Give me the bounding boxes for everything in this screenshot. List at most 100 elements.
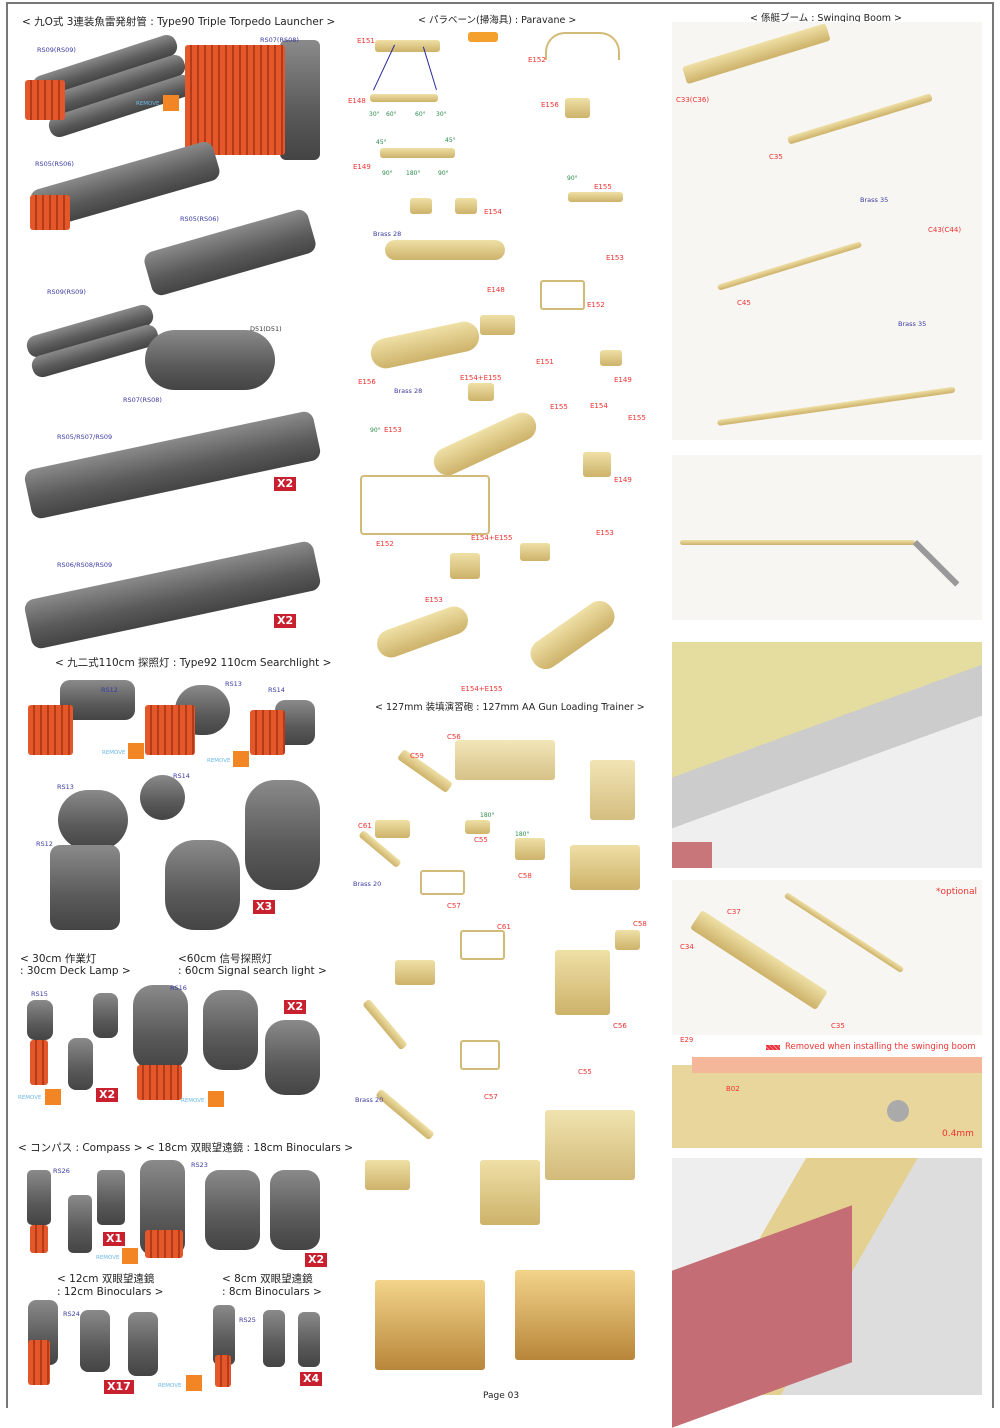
bend-angle: 180°: [406, 170, 421, 177]
etch-label: E154: [590, 402, 608, 410]
binoculars-12cm-title: < 12cm 双眼望遠鏡: [57, 1273, 155, 1285]
etch-label: C33(C36): [676, 96, 710, 104]
boom-step-1-panel: [672, 22, 982, 190]
etch-label: E156: [358, 378, 376, 386]
part-label: RS09(RS09): [47, 288, 86, 296]
part-label: RS23: [191, 1161, 208, 1169]
removed-marker: [766, 1045, 780, 1050]
deck-detail-panel: [672, 1035, 982, 1148]
brass-label: Brass 35: [860, 196, 889, 204]
part-label: RS16: [170, 984, 187, 992]
etch-label: B02: [726, 1085, 740, 1093]
etch-label: C34: [680, 943, 694, 951]
etch-label: C43(C44): [928, 226, 962, 234]
etch-label: C58: [633, 920, 647, 928]
part-label: RS05(RS06): [35, 160, 74, 168]
bend-angle: 30°: [436, 111, 447, 118]
etch-label: E155: [594, 183, 612, 191]
etch-label: C56: [613, 1022, 627, 1030]
bend-angle: 60°: [386, 111, 397, 118]
etch-label: C57: [447, 902, 461, 910]
etch-label: E154: [484, 208, 502, 216]
etch-label: E153: [384, 426, 402, 434]
part-label: RS06/RS08/RS09: [57, 561, 113, 569]
etch-label: E154+E155: [461, 685, 503, 693]
removed-note: Removed when installing the swinging boo…: [785, 1042, 976, 1052]
etch-label: E148: [487, 286, 505, 294]
etch-label: C55: [474, 836, 488, 844]
boom-step-2-panel: [672, 190, 982, 440]
etch-label: C61: [358, 822, 372, 830]
part-label: RS14: [173, 772, 190, 780]
part-label: RS13: [57, 783, 74, 791]
count-badge: X17: [104, 1380, 134, 1394]
etch-label: E149: [353, 163, 371, 171]
boom-title: < 係艇ブーム : Swinging Boom >: [750, 13, 903, 24]
etch-label: C37: [727, 908, 741, 916]
part-label: RS24: [63, 1310, 80, 1318]
brass-label: Brass 28: [394, 387, 423, 395]
part-label: RS05(RS06): [180, 215, 219, 223]
part-label: RS09(RS09): [37, 46, 76, 54]
part-label: RS25: [239, 1316, 256, 1324]
deck-lamp-subtitle: : 30cm Deck Lamp >: [20, 965, 131, 977]
page-frame: [6, 2, 994, 1408]
etch-label: E154+E155: [471, 534, 513, 542]
boom-photo-2: [672, 1158, 982, 1428]
measurement-label: 0.4mm: [942, 1129, 974, 1139]
remove-label: REMOVE: [136, 101, 160, 107]
remove-label: REMOVE: [207, 758, 231, 764]
etch-label: C57: [484, 1093, 498, 1101]
count-badge: X2: [274, 477, 297, 491]
remove-marker: [233, 751, 249, 767]
count-badge: X4: [300, 1372, 323, 1386]
part-label: D51(D51): [250, 325, 282, 333]
count-badge: X1: [103, 1232, 126, 1246]
etch-label: E149: [614, 376, 632, 384]
etch-label: E155: [628, 414, 646, 422]
page-number: Page 03: [483, 1391, 520, 1401]
boom-photo-1: [672, 642, 982, 868]
etch-label: E154+E155: [460, 374, 502, 382]
deck-lamp-title: < 30cm 作業灯: [20, 953, 97, 965]
bend-angle: 45°: [445, 137, 456, 144]
part-label: RS12: [36, 840, 53, 848]
remove-label: REMOVE: [158, 1383, 182, 1389]
bend-angle: 90°: [370, 427, 381, 434]
bend-angle: 90°: [567, 175, 578, 182]
remove-label: REMOVE: [96, 1255, 120, 1261]
count-badge: X2: [305, 1253, 328, 1267]
part-label: RS13: [225, 680, 242, 688]
part-label: RS07(RS08): [123, 396, 162, 404]
etch-label: E151: [357, 37, 375, 45]
remove-label: REMOVE: [181, 1098, 205, 1104]
signal-light-subtitle: : 60cm Signal search light >: [178, 965, 327, 977]
remove-marker: [163, 95, 179, 111]
part-label: RS14: [268, 686, 285, 694]
paravane-title: < パラベーン(掃海具) : Paravane >: [418, 15, 577, 26]
brass-label: Brass 28: [373, 230, 402, 238]
etch-label: E155: [550, 403, 568, 411]
count-badge: X2: [274, 614, 297, 628]
compass-binoculars-title: < コンパス : Compass > < 18cm 双眼望遠鏡 : 18cm B…: [18, 1142, 353, 1154]
torpedo-title: < 九O式 3連装魚雷発射管 : Type90 Triple Torpedo L…: [22, 16, 336, 28]
etch-label: C35: [769, 153, 783, 161]
part-label: RS12: [101, 686, 118, 694]
etch-label: C56: [447, 733, 461, 741]
count-badge: X3: [253, 900, 276, 914]
optional-note: *optional: [936, 887, 977, 897]
etch-label: E156: [541, 101, 559, 109]
searchlight-title: < 九二式110cm 探照灯 : Type92 110cm Searchligh…: [55, 657, 332, 669]
remove-label: REMOVE: [102, 750, 126, 756]
count-badge: X2: [284, 1000, 307, 1014]
bend-angle: 90°: [438, 170, 449, 177]
count-badge: X2: [96, 1088, 119, 1102]
etch-label: C55: [578, 1068, 592, 1076]
etch-label: E152: [376, 540, 394, 548]
etch-label: E29: [680, 1036, 694, 1044]
etch-label: E148: [348, 97, 366, 105]
part-label: RS26: [53, 1167, 70, 1175]
brass-label: Brass 35: [898, 320, 927, 328]
etch-label: C45: [737, 299, 751, 307]
etch-label: E153: [606, 254, 624, 262]
